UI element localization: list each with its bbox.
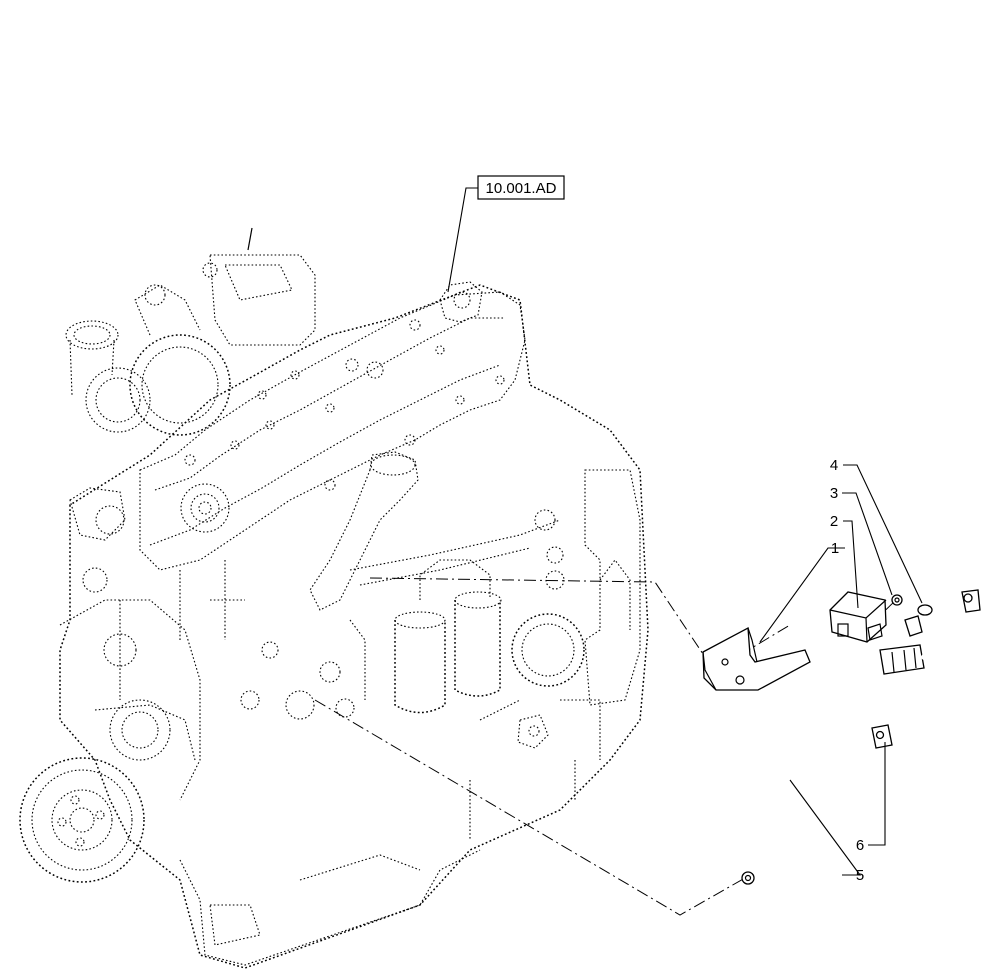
cap-part-4 — [917, 604, 933, 616]
callout-6: 6 — [856, 837, 864, 854]
callout-leader-lines — [447, 187, 923, 876]
reference-label: 10.001.AD — [486, 180, 557, 197]
callout-1: 1 — [831, 540, 839, 557]
callout-5: 5 — [856, 867, 864, 884]
cable-part-6 — [871, 589, 983, 749]
cable-harness-part-5 — [741, 615, 939, 885]
reference-box — [477, 175, 565, 200]
assembly-path-lines — [314, 577, 897, 916]
reference-callout[interactable]: 10.001.AD — [477, 175, 565, 200]
nut-part-3 — [891, 594, 903, 606]
callout-2: 2 — [830, 513, 838, 530]
callout-4: 4 — [830, 457, 838, 474]
control-module-part-2 — [829, 591, 887, 643]
engine-block-drawing — [19, 227, 649, 969]
bracket-part-1 — [702, 626, 811, 691]
callout-3: 3 — [830, 485, 838, 502]
